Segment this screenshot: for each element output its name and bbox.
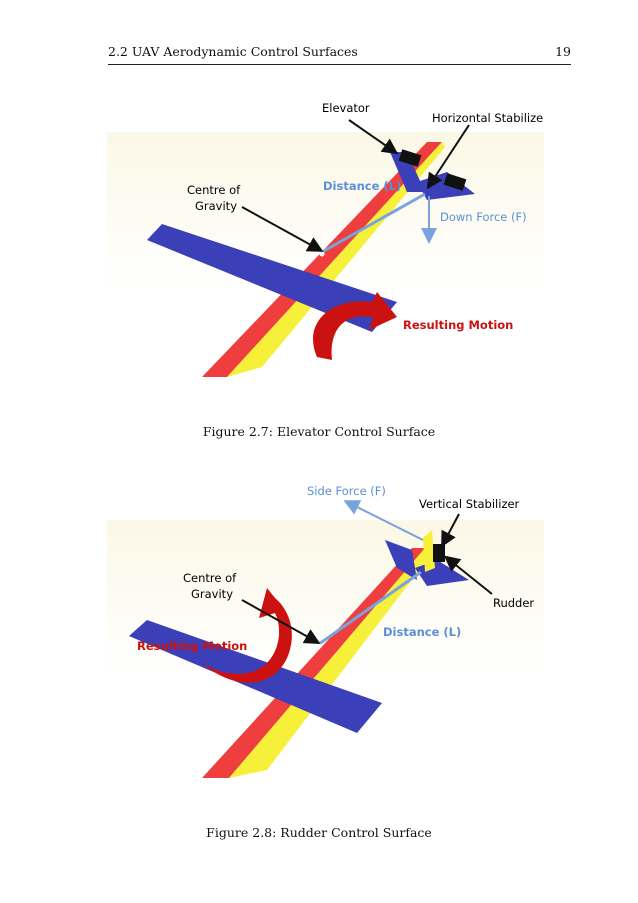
cog-label-line1: Centre of xyxy=(187,183,241,197)
fuselage-yellow-side xyxy=(229,548,432,778)
stabilizer-pointer xyxy=(426,124,470,190)
elevator-surface xyxy=(390,152,425,192)
distance-line xyxy=(321,192,426,254)
cog-point xyxy=(316,643,322,649)
fuselage-red-side xyxy=(202,142,442,377)
elevator-servo xyxy=(398,149,422,167)
fuselage-red-side xyxy=(202,548,425,778)
elevator-label: Elevator xyxy=(322,101,370,115)
distance-label: Distance (L) xyxy=(323,179,401,193)
resulting-motion-label: Resulting Motion xyxy=(403,318,513,332)
cog-label-line2: Gravity xyxy=(191,587,233,601)
side-force-label: Side Force (F) xyxy=(307,484,386,498)
horizontal-stabilizer-label: Horizontal Stabilizer xyxy=(432,111,544,125)
down-force-label: Down Force (F) xyxy=(440,210,527,224)
resulting-motion-arrow xyxy=(202,588,292,683)
figure-elevator: Elevator Horizontal Stabilizer Distance … xyxy=(107,92,544,392)
running-header: 2.2 UAV Aerodynamic Control Surfaces 19 xyxy=(108,44,571,65)
elevator-pointer xyxy=(348,119,399,155)
stabilizer-servo xyxy=(443,173,467,191)
vertical-stabilizer-label: Vertical Stabilizer xyxy=(419,497,520,511)
cog-label-line2: Gravity xyxy=(195,199,237,213)
cog-label-line1: Centre of xyxy=(183,571,237,585)
section-title: 2.2 UAV Aerodynamic Control Surfaces xyxy=(108,44,358,59)
fuselage-yellow-side xyxy=(227,142,445,377)
side-force-arrow xyxy=(343,500,424,541)
vertical-stabilizer-surface xyxy=(423,530,435,572)
resulting-motion-arrow xyxy=(313,292,397,360)
left-stabilizer-surface xyxy=(385,540,417,580)
cog-pointer xyxy=(241,206,324,252)
figure-2-8-caption: Figure 2.8: Rudder Control Surface xyxy=(206,825,432,840)
vertical-stabilizer-pointer xyxy=(441,513,460,548)
figure-rudder: Side Force (F) Vertical Stabilizer Rudde… xyxy=(107,478,544,798)
elevator-diagram: Elevator Horizontal Stabilizer Distance … xyxy=(107,101,544,377)
rudder-label: Rudder xyxy=(493,596,534,610)
figure-2-7-caption: Figure 2.7: Elevator Control Surface xyxy=(202,424,436,439)
main-wing xyxy=(147,224,397,332)
rudder-diagram: Side Force (F) Vertical Stabilizer Rudde… xyxy=(107,484,544,778)
page-number: 19 xyxy=(555,44,571,59)
cog-point xyxy=(319,251,325,257)
rudder-servo xyxy=(433,544,445,562)
distance-label: Distance (L) xyxy=(383,625,461,639)
distance-line xyxy=(318,570,422,646)
resulting-motion-label: Resulting Motion xyxy=(137,639,247,653)
cog-pointer xyxy=(241,599,321,644)
rudder-pointer xyxy=(443,555,493,595)
